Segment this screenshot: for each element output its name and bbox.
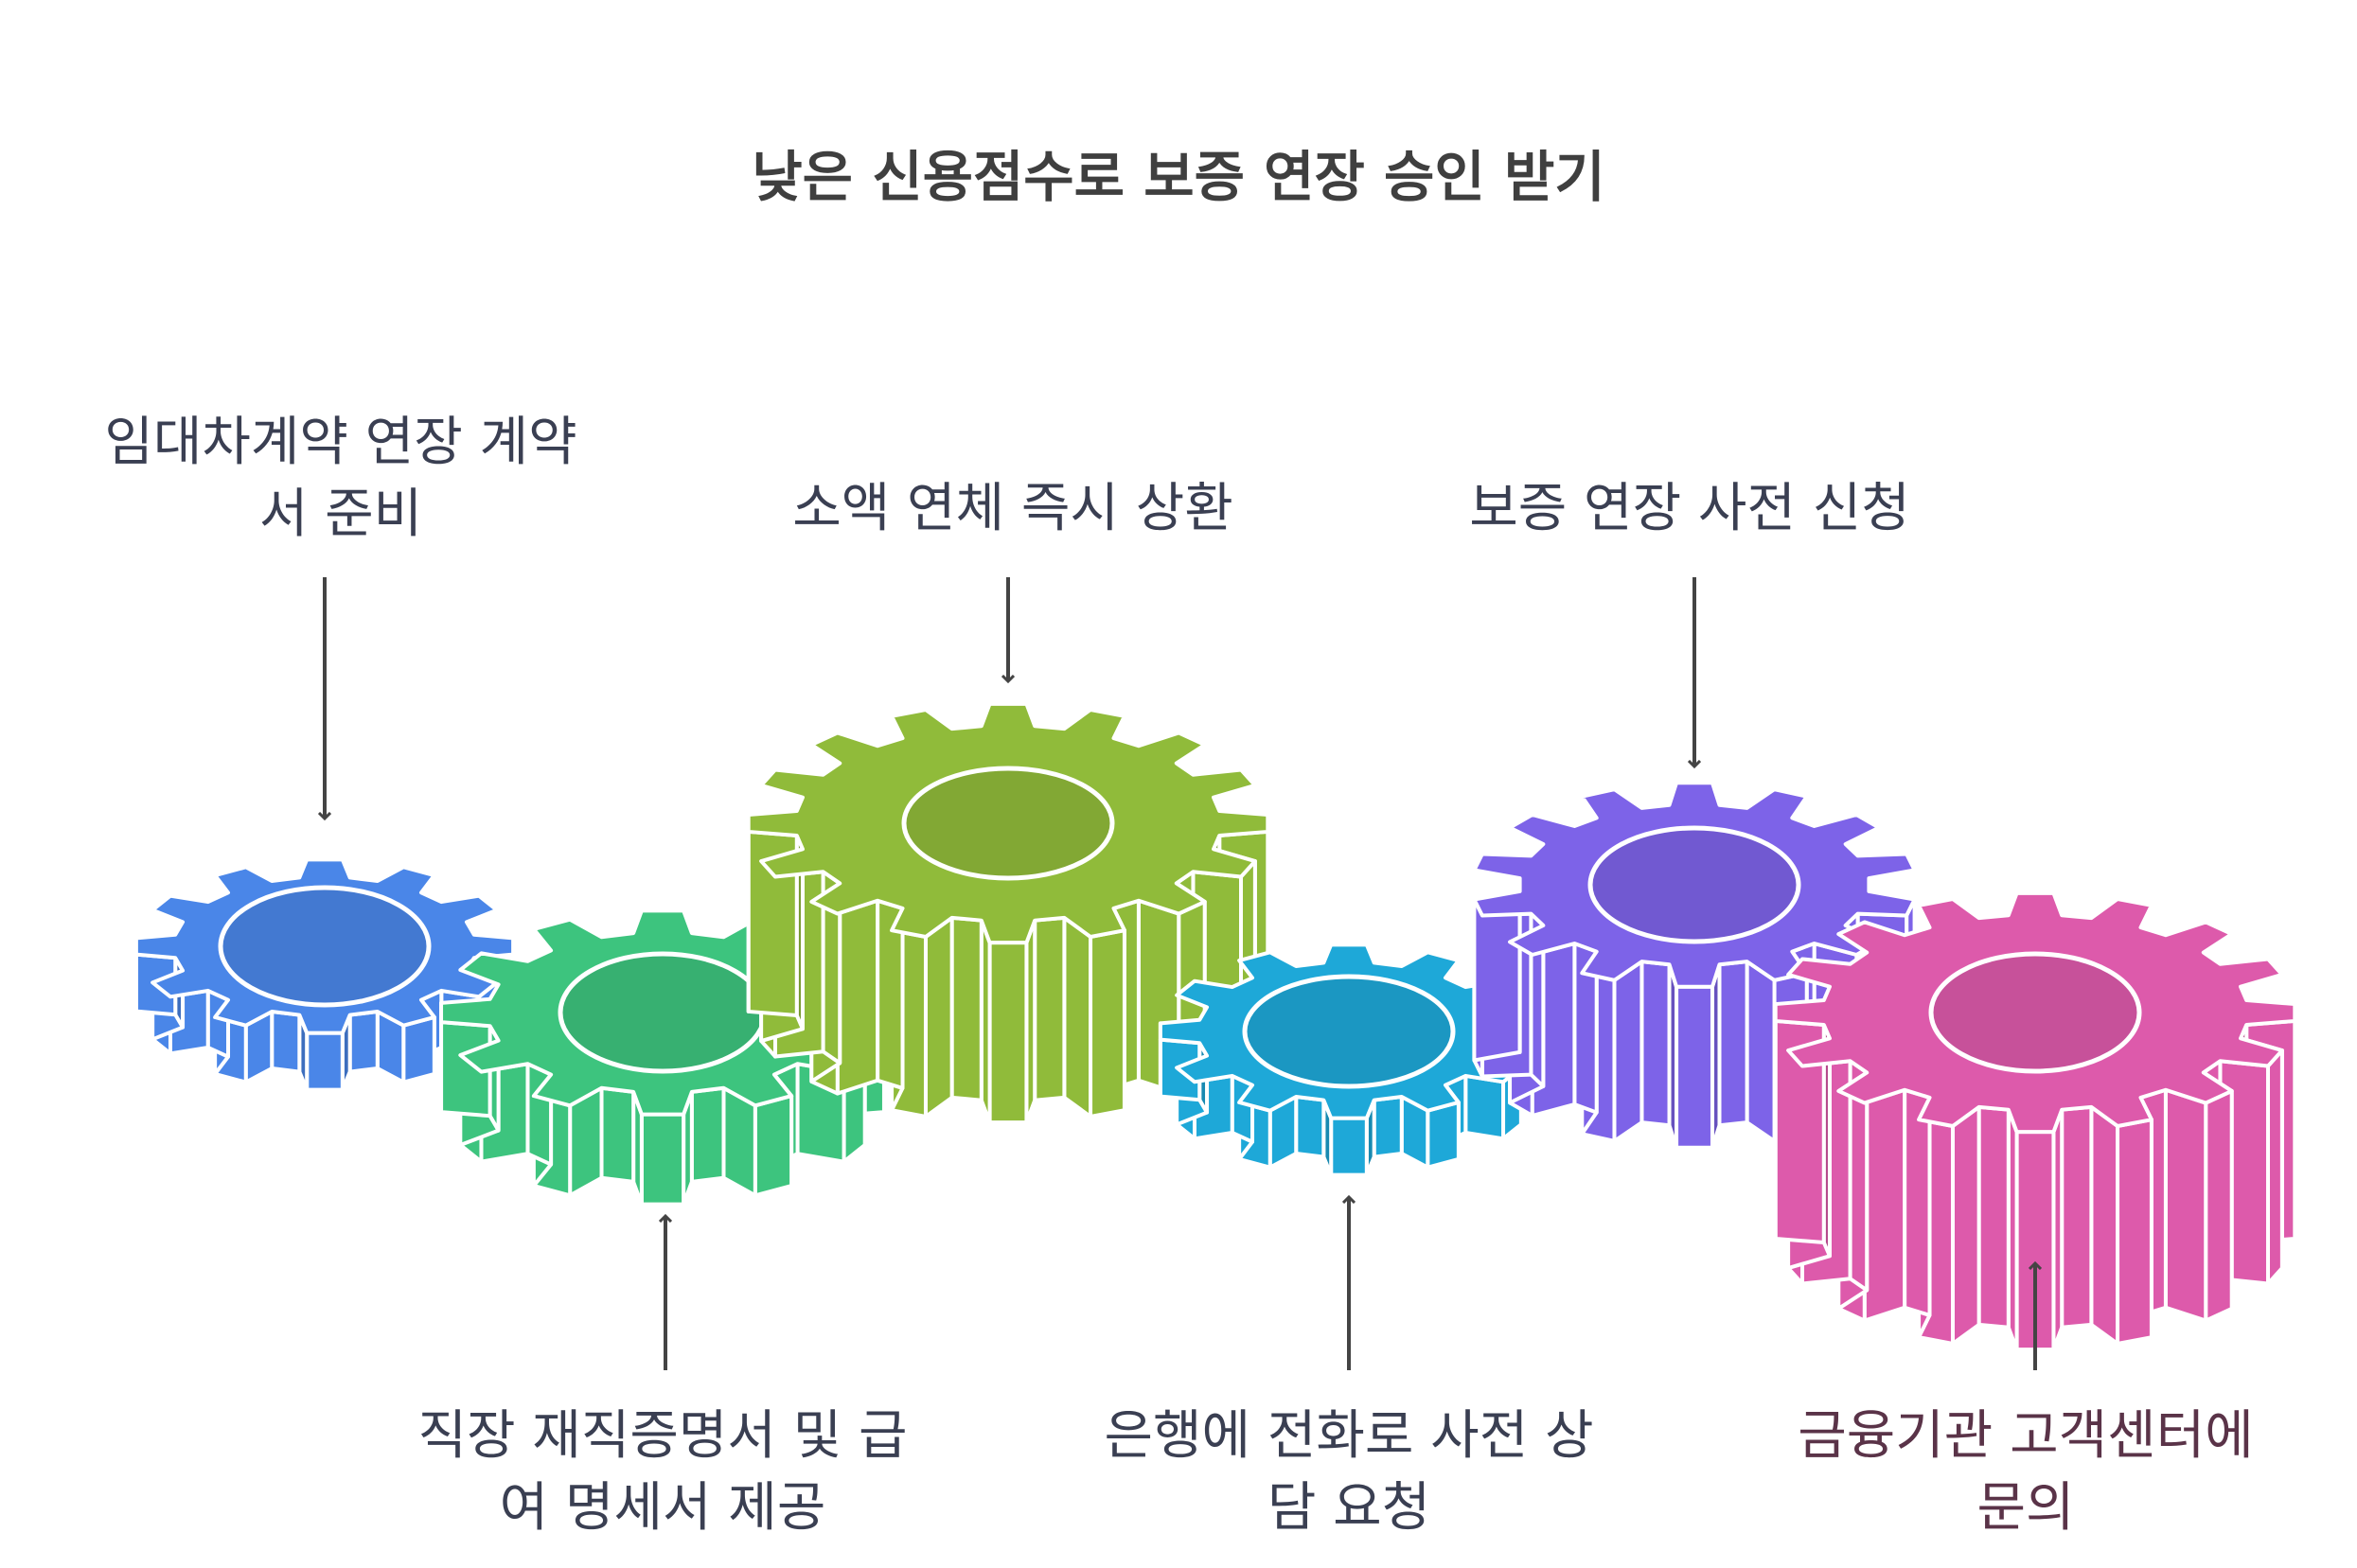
- step-4-label: 은행에 전화로 사전 상 담 요청: [1046, 1401, 1652, 1544]
- gear-2-hole: [560, 954, 765, 1071]
- gear-3-hole: [904, 768, 1112, 878]
- step-1-label: 임대차계약 연장 계약 서 준비: [38, 407, 644, 551]
- step-2-label: 직장 재직증명서 및 급 여 명세서 제공: [360, 1401, 966, 1544]
- gear-4-hole: [1245, 977, 1453, 1086]
- step-5-label: 보증 연장 사전 신청: [1387, 473, 1993, 545]
- gear-6-hole: [1931, 954, 2139, 1071]
- gear-1-hole: [221, 888, 429, 1005]
- step-6-label: 금융기관 고객센터에 문의: [1723, 1401, 2329, 1544]
- diagram-title: 낮은 신용점수로 보증 연장 승인 받기: [0, 132, 2357, 212]
- gear-5-hole: [1590, 828, 1799, 942]
- step-3-label: 소액 연체 즉시 상환: [710, 473, 1316, 545]
